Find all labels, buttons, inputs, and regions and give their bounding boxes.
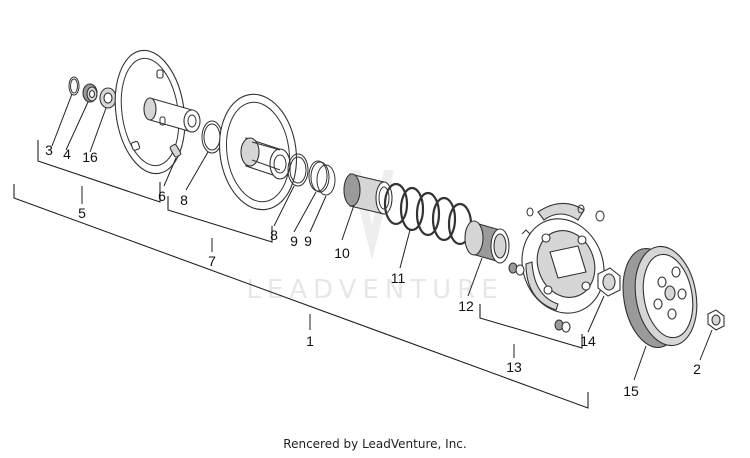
callout-10: 10 (334, 245, 350, 261)
callout-1: 1 (306, 333, 314, 349)
callout-16: 16 (82, 149, 98, 165)
circlip-part (68, 76, 80, 96)
clutch-assembly-part (508, 202, 605, 333)
seal-ring-part (287, 153, 309, 187)
o-ring-part-2 (308, 160, 330, 193)
callout-9-left: 9 (290, 233, 298, 249)
bearing-part (82, 83, 98, 103)
brackets (13, 140, 589, 409)
callout-8-lower: 8 (270, 227, 278, 243)
callout-11: 11 (391, 270, 406, 286)
spring-part (383, 182, 473, 246)
bell-nut-part (707, 309, 725, 331)
callout-12: 12 (458, 298, 474, 314)
watermark-text: LEADVENTURE (246, 275, 503, 305)
callout-4: 4 (63, 146, 71, 162)
pin-part (169, 143, 182, 158)
callout-5: 5 (78, 205, 86, 221)
callout-13: 13 (506, 359, 522, 375)
callout-15: 15 (623, 383, 639, 399)
callout-3: 3 (45, 142, 53, 158)
callout-6: 6 (158, 188, 166, 204)
clutch-bell-part (622, 245, 698, 349)
bracket-1 (13, 184, 589, 409)
callout-7: 7 (208, 253, 216, 269)
callouts: 3 4 16 5 6 8 7 8 9 9 10 11 12 1 13 14 15… (45, 142, 701, 399)
collar-part (464, 220, 510, 264)
callout-8-upper: 8 (180, 192, 188, 208)
callout-14: 14 (580, 333, 596, 349)
movable-pulley-part (218, 93, 298, 211)
leader-lines (51, 93, 713, 381)
bracket-7 (167, 196, 273, 243)
callout-2: 2 (693, 361, 701, 377)
callout-9-right: 9 (304, 233, 312, 249)
bracket-5 (37, 140, 161, 203)
o-ring-part-3 (316, 164, 336, 196)
credit-text: Rencered by LeadVenture, Inc. (283, 437, 467, 451)
fixed-pulley-part (114, 49, 201, 175)
nut-part (597, 267, 621, 297)
bracket-13 (479, 304, 583, 349)
seal-part (99, 87, 117, 109)
